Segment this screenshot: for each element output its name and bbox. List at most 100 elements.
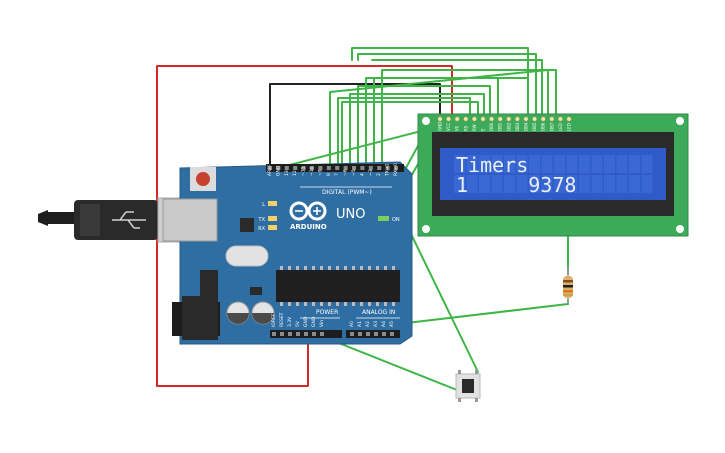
arduino-pin-top[interactable] xyxy=(310,166,314,170)
arduino-pin-bottom[interactable] xyxy=(320,332,324,336)
lcd-pin-label: VCC xyxy=(446,122,451,131)
arduino-pin-bottom[interactable] xyxy=(390,332,394,336)
lcd-pin[interactable] xyxy=(489,116,495,122)
lcd-cell xyxy=(516,175,528,193)
wire-green-7[interactable] xyxy=(371,59,543,118)
lcd-pin[interactable] xyxy=(480,116,486,122)
lcd-pin[interactable] xyxy=(532,116,538,122)
digital-header-label: DIGITAL (PWM~) xyxy=(322,189,372,196)
lcd-pin[interactable] xyxy=(506,116,512,122)
arduino-pin-bottom[interactable] xyxy=(272,332,276,336)
arduino-pin-top[interactable] xyxy=(377,166,382,170)
arduino-pin-bottom[interactable] xyxy=(374,332,378,336)
pushbutton-leg-2 xyxy=(475,370,478,374)
arduino-pin-bottom[interactable] xyxy=(350,332,354,336)
arduino-pin-top[interactable] xyxy=(335,166,340,170)
arduino-pin-bottom[interactable] xyxy=(358,332,362,336)
arduino-pin-bottom[interactable] xyxy=(288,332,292,336)
reset-button[interactable] xyxy=(196,172,210,186)
wire-green-lcd-e[interactable] xyxy=(373,77,529,168)
lcd-pins xyxy=(437,116,572,122)
arduino-pin-label: GND xyxy=(311,316,317,327)
lcd-cell xyxy=(541,155,553,173)
voltage-regulator xyxy=(200,270,218,296)
wire-green-9[interactable] xyxy=(381,69,557,168)
lcd-pin[interactable] xyxy=(454,116,460,122)
lcd-cell xyxy=(641,175,653,193)
lcd-pin-label: DB1 xyxy=(498,122,503,131)
arduino-pin-bottom[interactable] xyxy=(312,332,316,336)
arduino-brand-text: ARDUINO xyxy=(290,223,327,231)
arduino-pin-bottom[interactable] xyxy=(304,332,308,336)
lcd-pin[interactable] xyxy=(463,116,469,122)
wire-green-8[interactable] xyxy=(329,69,549,168)
arduino-pin-label: ~6 xyxy=(343,169,349,176)
lcd-cell xyxy=(579,155,590,173)
lcd-pin[interactable] xyxy=(540,116,546,122)
usb-cable-tip xyxy=(38,210,48,226)
wire-black-gnd[interactable] xyxy=(269,83,441,168)
arduino-pin-top[interactable] xyxy=(360,166,365,170)
arduino-pin-top[interactable] xyxy=(284,166,289,170)
arduino-pin-label: A2 xyxy=(365,321,371,327)
arduino-pin-bottom[interactable] xyxy=(382,332,386,336)
arduino-pin-label: ~5 xyxy=(351,169,357,176)
lcd-character-grid xyxy=(454,155,653,193)
arduino-pin-bottom[interactable] xyxy=(296,332,300,336)
power-jack-body xyxy=(182,296,218,340)
resistor-band-2 xyxy=(563,285,573,288)
lcd-pin[interactable] xyxy=(514,116,520,122)
lcd-pin[interactable] xyxy=(557,116,563,122)
lcd-pin-label: E xyxy=(481,128,486,131)
arduino-pin-top[interactable] xyxy=(385,166,390,170)
arduino-pin-bottom[interactable] xyxy=(366,332,370,336)
lcd-pin[interactable] xyxy=(549,116,555,122)
lcd-pin-label: DB6 xyxy=(541,122,546,131)
arduino-pin-top[interactable] xyxy=(368,166,373,170)
arduino-pin-top[interactable] xyxy=(343,166,348,170)
arduino-pin-top[interactable] xyxy=(394,166,398,170)
wire-green-resistor[interactable] xyxy=(397,303,569,325)
lcd-pin-label: DB7 xyxy=(549,122,554,131)
lcd-pin-label: RW xyxy=(472,124,477,131)
arduino-pin-top[interactable] xyxy=(268,166,272,170)
arduino-uno-board[interactable]: L TX RX ON ARDUINO UNO DIGITAL (PWM~) PO… xyxy=(162,161,413,345)
lcd-pin[interactable] xyxy=(523,116,529,122)
wire-green-5[interactable] xyxy=(351,47,529,118)
arduino-pin-top[interactable] xyxy=(326,166,331,170)
pushbutton-cap[interactable] xyxy=(462,379,474,393)
lcd-pin[interactable] xyxy=(471,116,477,122)
arduino-pin-label: RESET xyxy=(279,312,285,327)
lcd-pin[interactable] xyxy=(497,116,503,122)
arduino-pin-label: 8 xyxy=(326,173,332,176)
wire-green-3[interactable] xyxy=(357,85,491,168)
arduino-pin-top[interactable] xyxy=(352,166,356,170)
arduino-pin-label: 3.3V xyxy=(287,316,293,327)
pushbutton[interactable] xyxy=(455,370,481,402)
led-tx xyxy=(268,216,277,221)
lcd-mount-hole-tr xyxy=(676,117,684,125)
wire-green-2[interactable] xyxy=(349,93,485,168)
arduino-pin-top[interactable] xyxy=(293,166,298,170)
arduino-pin-top[interactable] xyxy=(276,166,281,170)
wire-green-1[interactable] xyxy=(341,101,479,168)
lcd-pin-label: LED xyxy=(558,123,563,131)
arduino-pin-label: IOREF xyxy=(271,313,277,327)
lcd-cell xyxy=(479,155,490,173)
lcd-pin-label: RS xyxy=(463,125,468,131)
arduino-pin-label: 4 xyxy=(359,173,365,176)
arduino-pin-bottom[interactable] xyxy=(280,332,284,336)
lcd-pin[interactable] xyxy=(446,116,452,122)
lcd-pin[interactable] xyxy=(437,116,443,122)
arduino-pin-top[interactable] xyxy=(318,166,323,170)
small-chip xyxy=(250,287,262,295)
arduino-pin-label: RX←0 xyxy=(393,163,399,176)
arduino-pin-label: 7 xyxy=(334,173,340,176)
wire-green-10[interactable] xyxy=(337,97,471,168)
lcd-pin[interactable] xyxy=(566,116,572,122)
arduino-pin-top[interactable] xyxy=(301,166,306,170)
wire-green-6[interactable] xyxy=(357,53,537,118)
resistor[interactable] xyxy=(563,266,573,304)
